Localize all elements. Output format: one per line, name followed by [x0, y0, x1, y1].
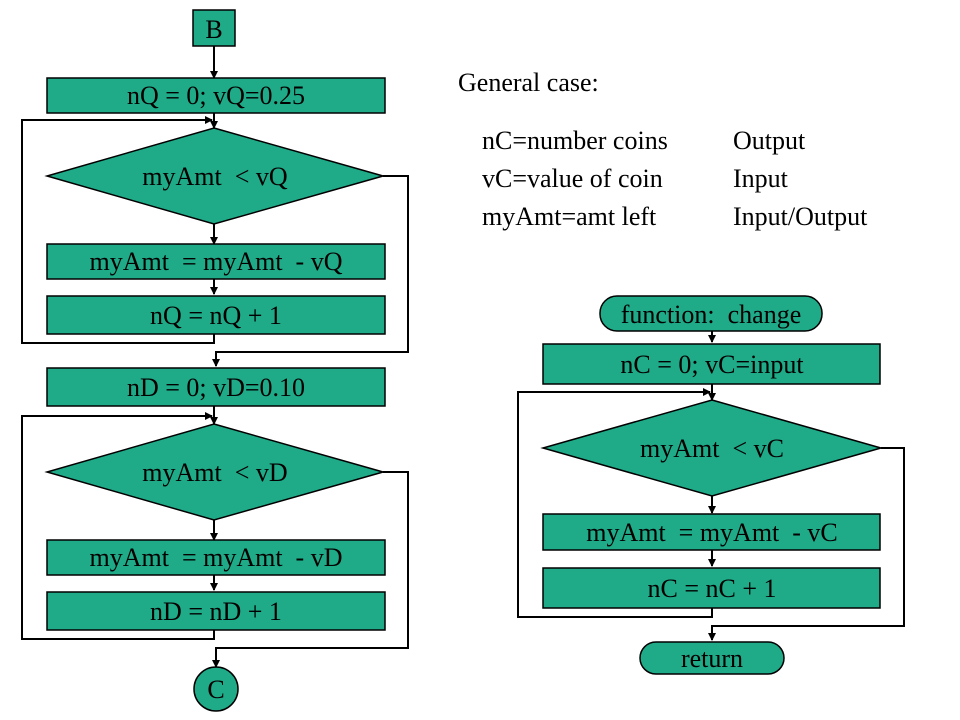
quarter-increment-label: nQ = nQ + 1	[150, 301, 282, 330]
dime-test-label: myAmt < vD	[142, 458, 287, 487]
right-flow-lines	[517, 331, 905, 641]
general-row-2-role: Input/Output	[733, 202, 868, 231]
quarter-subtract-label: myAmt = myAmt - vQ	[90, 247, 343, 276]
return-terminator: return	[639, 641, 785, 675]
general-row-2-name: myAmt=amt left	[482, 202, 657, 231]
coin-init-box: nC = 0; vC=input	[542, 343, 881, 385]
quarter-init-label: nQ = 0; vQ=0.25	[127, 81, 305, 110]
coin-init-label: nC = 0; vC=input	[620, 350, 804, 379]
return-label: return	[681, 644, 743, 673]
coin-subtract-label: myAmt = myAmt - vC	[586, 518, 838, 547]
dime-increment-box: nD = nD + 1	[46, 591, 386, 631]
coin-subtract-box: myAmt = myAmt - vC	[542, 513, 881, 551]
function-start-label: function: change	[621, 300, 802, 329]
dime-subtract-label: myAmt = myAmt - vD	[90, 543, 343, 572]
dime-increment-label: nD = nD + 1	[150, 597, 282, 626]
general-case-title: General case:	[458, 68, 599, 97]
quarter-increment-box: nQ = nQ + 1	[46, 295, 386, 335]
end-connector-c-label: C	[207, 675, 224, 704]
left-flow-lines	[21, 46, 409, 668]
general-row-0-name: nC=number coins	[482, 126, 668, 155]
dime-init-label: nD = 0; vD=0.10	[127, 373, 305, 402]
quarter-test-label: myAmt < vQ	[142, 162, 288, 191]
quarter-test-diamond: myAmt < vQ	[44, 127, 386, 225]
coin-increment-label: nC = nC + 1	[647, 574, 776, 603]
coin-increment-box: nC = nC + 1	[542, 567, 881, 609]
dime-subtract-box: myAmt = myAmt - vD	[46, 539, 386, 576]
start-connector-b-label: B	[205, 15, 222, 44]
general-row-0-role: Output	[733, 126, 806, 155]
general-row-1-name: vC=value of coin	[482, 164, 663, 193]
coin-test-label: myAmt < vC	[640, 434, 784, 463]
general-row-1-role: Input	[733, 164, 788, 193]
dime-test-diamond: myAmt < vD	[44, 423, 386, 521]
end-connector-c: C	[193, 666, 239, 712]
start-connector-b: B	[192, 9, 236, 47]
coin-test-diamond: myAmt < vC	[540, 399, 884, 497]
dime-init-box: nD = 0; vD=0.10	[46, 367, 386, 407]
function-start-terminator: function: change	[599, 295, 823, 332]
quarter-subtract-box: myAmt = myAmt - vQ	[46, 243, 386, 280]
quarter-init-box: nQ = 0; vQ=0.25	[46, 77, 386, 114]
